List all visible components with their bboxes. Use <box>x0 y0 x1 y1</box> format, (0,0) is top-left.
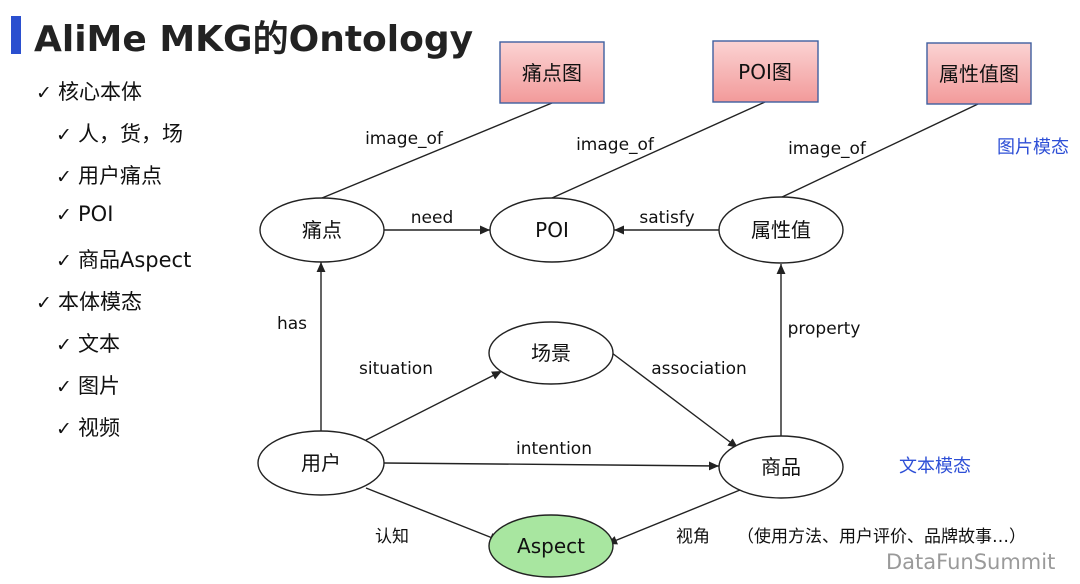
node-label: 商品 <box>761 455 801 479</box>
node-pain: 痛点 <box>259 197 385 263</box>
edge-label-intention: intention <box>516 439 592 459</box>
node-aspect: Aspect <box>488 514 614 578</box>
check-icon: ✓ <box>56 376 72 398</box>
image-node-label: 痛点图 <box>522 61 582 85</box>
edge-perspective <box>606 489 741 545</box>
image-node-poi: POI图 <box>712 40 819 103</box>
edge-label-has: has <box>277 314 307 334</box>
outline-item-label: 人，货，场 <box>78 122 183 146</box>
check-icon: ✓ <box>36 292 52 314</box>
edge-label-cognition: 认知 <box>375 527 409 547</box>
edge-label-image-of-pain: image_of <box>365 129 444 149</box>
node-label: 用户 <box>301 451 341 475</box>
check-icon: ✓ <box>56 204 72 226</box>
outline-item-label: POI <box>78 202 114 226</box>
image-modality-label: 图片模态 <box>997 137 1069 158</box>
node-product: 商品 <box>718 435 844 499</box>
outline-item-label: 用户痛点 <box>78 164 162 188</box>
outline-item-label: 视频 <box>78 416 120 440</box>
outline-item-poi: ✓ POI <box>56 202 113 226</box>
image-node-label: POI图 <box>738 60 792 84</box>
image-node-attr: 属性值图 <box>926 42 1032 105</box>
outline-item-label: 图片 <box>78 374 120 398</box>
check-icon: ✓ <box>56 250 72 272</box>
check-icon: ✓ <box>56 124 72 146</box>
node-scene: 场景 <box>488 321 614 385</box>
outline-item-people-goods-place: ✓ 人，货，场 <box>56 118 183 148</box>
node-attr: 属性值 <box>718 196 844 264</box>
outline-item-ontology-modality: ✓ 本体模态 <box>36 286 142 316</box>
check-icon: ✓ <box>56 334 72 356</box>
outline-item-label: 核心本体 <box>58 80 142 104</box>
watermark: DataFunSummit <box>886 550 1056 574</box>
outline-item-image: ✓ 图片 <box>56 370 120 400</box>
image-node-label: 属性值图 <box>939 62 1019 86</box>
aspect-note: （使用方法、用户评价、品牌故事…） <box>737 526 1026 547</box>
node-poi: POI <box>489 197 615 263</box>
outline-item-label: 商品Aspect <box>78 248 192 272</box>
node-label: Aspect <box>517 534 585 558</box>
outline-item-video: ✓ 视频 <box>56 412 120 442</box>
edge-cognition <box>365 487 501 542</box>
edge-association <box>611 352 739 449</box>
outline-item-core-ontology: ✓ 核心本体 <box>36 76 142 106</box>
edge-intention <box>383 461 720 471</box>
edge-label-image-of-poi: image_of <box>576 135 655 155</box>
edge-image-of-pain <box>321 102 553 199</box>
image-node-pain: 痛点图 <box>499 41 605 104</box>
node-user: 用户 <box>257 430 385 496</box>
outline-item-user-pain: ✓ 用户痛点 <box>56 160 162 190</box>
page-title: AliMe MKG的Ontology <box>34 19 474 60</box>
edge-label-property: property <box>788 319 861 339</box>
outline-item-text: ✓ 文本 <box>56 328 120 358</box>
edge-label-situation: situation <box>359 359 433 379</box>
edge-label-satisfy: satisfy <box>639 208 694 228</box>
edge-image-of-attr <box>779 103 979 199</box>
text-modality-label: 文本模态 <box>899 456 971 477</box>
node-label: 痛点 <box>302 218 342 242</box>
outline-item-label: 本体模态 <box>58 290 142 314</box>
outline-item-label: 文本 <box>78 332 120 356</box>
edge-label-need: need <box>411 208 453 228</box>
outline-item-product-aspect: ✓ 商品Aspect <box>56 244 191 274</box>
check-icon: ✓ <box>56 166 72 188</box>
edge-situation <box>365 370 503 441</box>
title-accent-bar <box>11 16 21 54</box>
node-label: 场景 <box>531 341 571 365</box>
edge-image-of-poi <box>551 101 766 199</box>
edge-label-perspective: 视角 <box>676 527 710 547</box>
node-label: 属性值 <box>751 218 811 242</box>
node-label: POI <box>535 218 569 242</box>
edge-label-image-of-attr: image_of <box>788 139 867 159</box>
check-icon: ✓ <box>56 418 72 440</box>
check-icon: ✓ <box>36 82 52 104</box>
edge-label-association: association <box>651 359 747 379</box>
